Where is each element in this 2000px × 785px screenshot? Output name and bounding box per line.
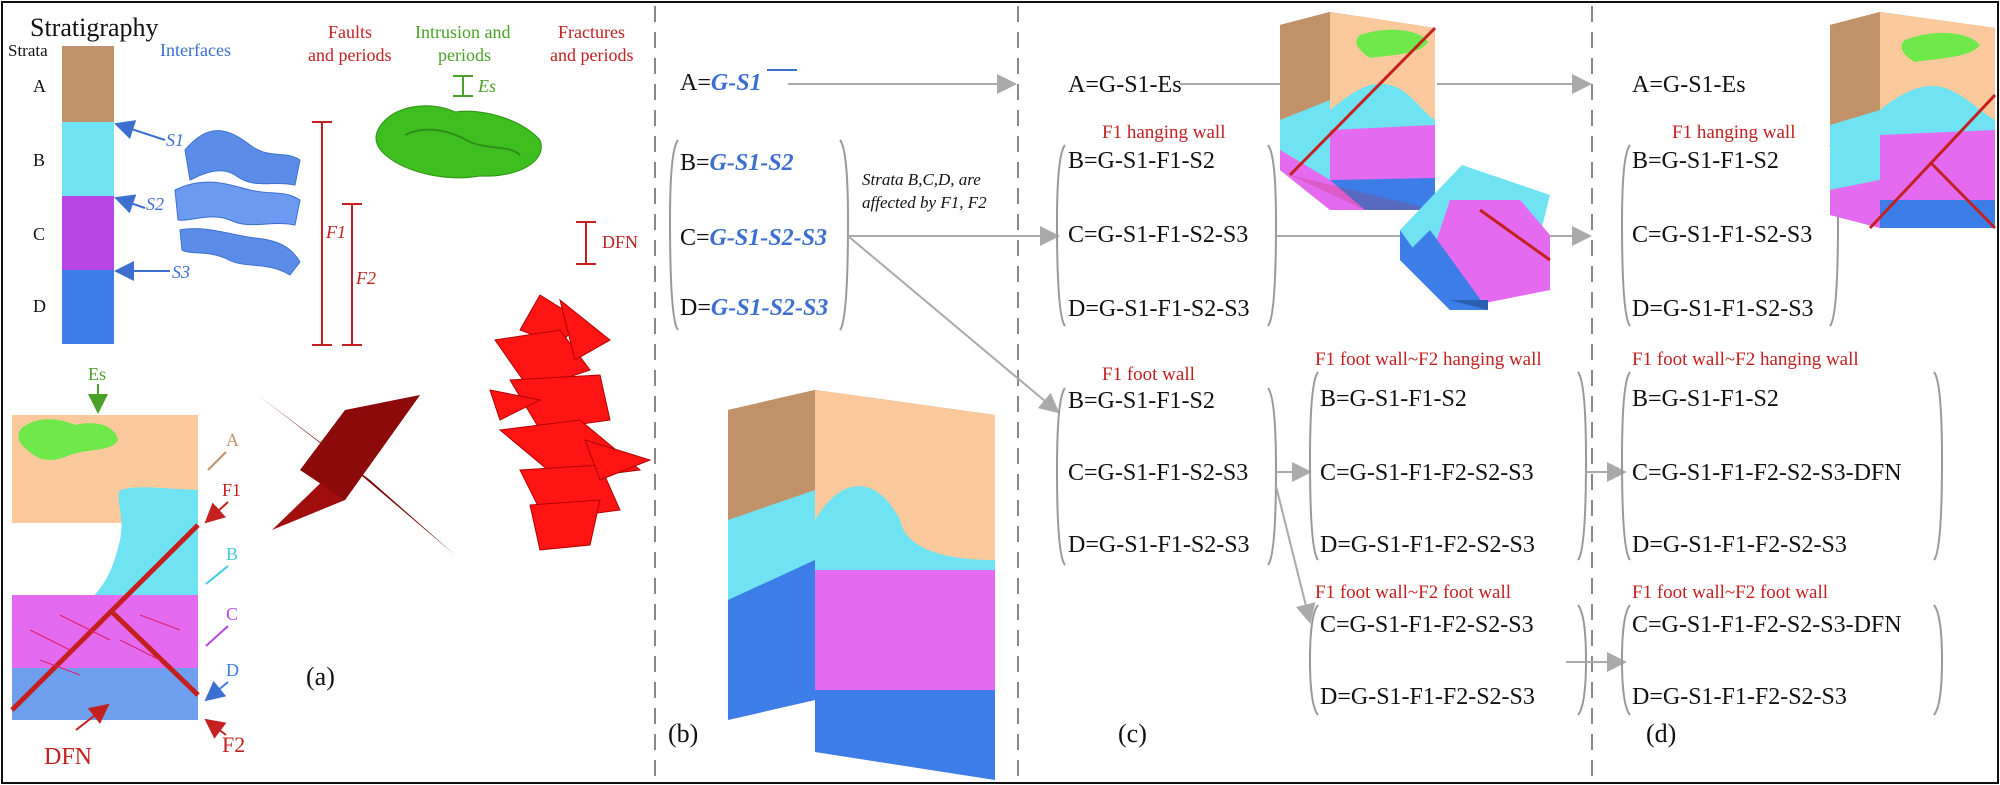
stratum-b-block (62, 122, 114, 196)
d-foot-hanging-header: F1 foot wall~F2 hanging wall (1632, 349, 1859, 370)
cross-label-dfn: DFN (44, 744, 92, 770)
cross-label-a: A (226, 430, 239, 450)
panel-c-label: (c) (1118, 719, 1147, 748)
s3-label: S3 (172, 262, 190, 282)
s2-arrow (114, 194, 146, 214)
panel-a-label: (a) (306, 662, 335, 691)
stratum-b-label: B (33, 150, 45, 170)
d-foot-foot-header: F1 foot wall~F2 foot wall (1632, 582, 1828, 603)
d-fh-d: D=G-S1-F1-F2-S2-S3 (1632, 532, 1847, 558)
s1-label: S1 (166, 130, 184, 150)
c-foot-foot-header: F1 foot wall~F2 foot wall (1315, 582, 1511, 603)
stratum-d-label: D (33, 296, 46, 316)
c-hanging-d: D=G-S1-F1-S2-S3 (1068, 296, 1250, 322)
d-hanging-b: B=G-S1-F1-S2 (1632, 148, 1779, 174)
d-hanging-d: D=G-S1-F1-S2-S3 (1632, 296, 1814, 322)
intrusion-label-line1: Intrusion and (415, 22, 510, 42)
panel-b-label: (b) (668, 719, 698, 748)
b-eq-a: A=G-S1 (680, 70, 762, 96)
c-hanging-header: F1 hanging wall (1102, 122, 1226, 143)
b-c-foot-arrow (847, 235, 1060, 414)
stratigraphy-title: Stratigraphy (30, 13, 159, 42)
c-ff-d: D=G-S1-F1-F2-S2-S3 (1320, 684, 1535, 710)
interfaces-label: Interfaces (160, 40, 231, 60)
cross-label-f1: F1 (222, 480, 241, 500)
b-note-line1: Strata B,C,D, are (862, 170, 981, 189)
intrusion-body (375, 105, 542, 179)
cross-label-f2: F2 (222, 732, 245, 757)
es-cross-label: Es (88, 364, 106, 384)
panel-c: A=G-S1-Es F1 hanging wall B=G-S1-F1-S2 C… (1055, 12, 1627, 748)
d-eq-a: A=G-S1-Es (1632, 72, 1746, 98)
c-foot-header: F1 foot wall (1102, 364, 1195, 385)
dfn-fracture-cloud (489, 294, 652, 551)
panel-b: A=G-S1 B=G-S1-S2 C=G-S1-S2-S3 D=G-S1-S2-… (668, 69, 1060, 780)
f2-period-label: F2 (355, 268, 376, 288)
fractures-label-line1: Fractures (558, 22, 625, 42)
panel-d: A=G-S1-Es F1 hanging wall B=G-S1-F1-S2 C… (1620, 12, 1997, 748)
d-model-block (1830, 12, 1997, 230)
b-eq-c: C=G-S1-S2-S3 (680, 225, 827, 251)
c-fh-b: B=G-S1-F1-S2 (1320, 386, 1467, 412)
b-eq-b: B=G-S1-S2 (680, 150, 794, 176)
panel-d-label: (d) (1646, 719, 1676, 748)
c-foot-d: D=G-S1-F1-S2-S3 (1068, 532, 1250, 558)
d-fh-c: C=G-S1-F1-F2-S2-S3-DFN (1632, 460, 1902, 486)
dfn-period-label: DFN (602, 232, 638, 252)
strata-label: Strata (8, 41, 48, 60)
c-foot-block (1400, 165, 1551, 310)
d-ff-d: D=G-S1-F1-F2-S2-S3 (1632, 684, 1847, 710)
s2-label: S2 (146, 194, 164, 214)
c-foot-b: B=G-S1-F1-S2 (1068, 388, 1215, 414)
d-ff-c: C=G-S1-F1-F2-S2-S3-DFN (1632, 612, 1902, 638)
intrusion-label-line2: periods (438, 45, 491, 65)
d-hanging-header: F1 hanging wall (1672, 122, 1796, 143)
cross-label-c: C (226, 604, 238, 624)
interface-s2-surface (174, 181, 301, 226)
b-note-line2: affected by F1, F2 (862, 193, 987, 212)
fractures-label-line2: and periods (550, 45, 633, 65)
b-eq-d: D=G-S1-S2-S3 (680, 295, 828, 321)
c-hanging-block (1280, 12, 1437, 210)
c-hanging-c: C=G-S1-F1-S2-S3 (1068, 222, 1248, 248)
b-model-block (728, 390, 995, 780)
stratum-a-label: A (33, 76, 46, 96)
panel-a: Stratigraphy Strata Interfaces A B C D S… (8, 13, 652, 770)
c-foot-hanging-header: F1 foot wall~F2 hanging wall (1315, 349, 1542, 370)
c-foot-c: C=G-S1-F1-S2-S3 (1068, 460, 1248, 486)
c-eq-a: A=G-S1-Es (1068, 72, 1182, 98)
es-period-label: Es (477, 76, 496, 96)
f1-period-label: F1 (325, 222, 346, 242)
cross-section (10, 415, 200, 720)
d-fh-b: B=G-S1-F1-S2 (1632, 386, 1779, 412)
stratum-c-block (62, 196, 114, 270)
cross-label-b: B (226, 544, 238, 564)
stratum-a-block (62, 46, 114, 122)
stratum-d-block (62, 270, 114, 344)
c-foot-foot-arrow (1275, 485, 1316, 624)
c-ff-c: C=G-S1-F1-F2-S2-S3 (1320, 612, 1534, 638)
s1-arrow (114, 120, 166, 141)
cross-label-d: D (226, 660, 239, 680)
c-fh-c: C=G-S1-F1-F2-S2-S3 (1320, 460, 1534, 486)
stratum-c-label: C (33, 224, 45, 244)
c-fh-d: D=G-S1-F1-F2-S2-S3 (1320, 532, 1535, 558)
interface-s1-surface (184, 130, 301, 186)
faults-label-line2: and periods (308, 45, 391, 65)
d-hanging-c: C=G-S1-F1-S2-S3 (1632, 222, 1812, 248)
c-hanging-b: B=G-S1-F1-S2 (1068, 148, 1215, 174)
faults-label-line1: Faults (328, 22, 372, 42)
interface-s3-surface (179, 228, 301, 276)
